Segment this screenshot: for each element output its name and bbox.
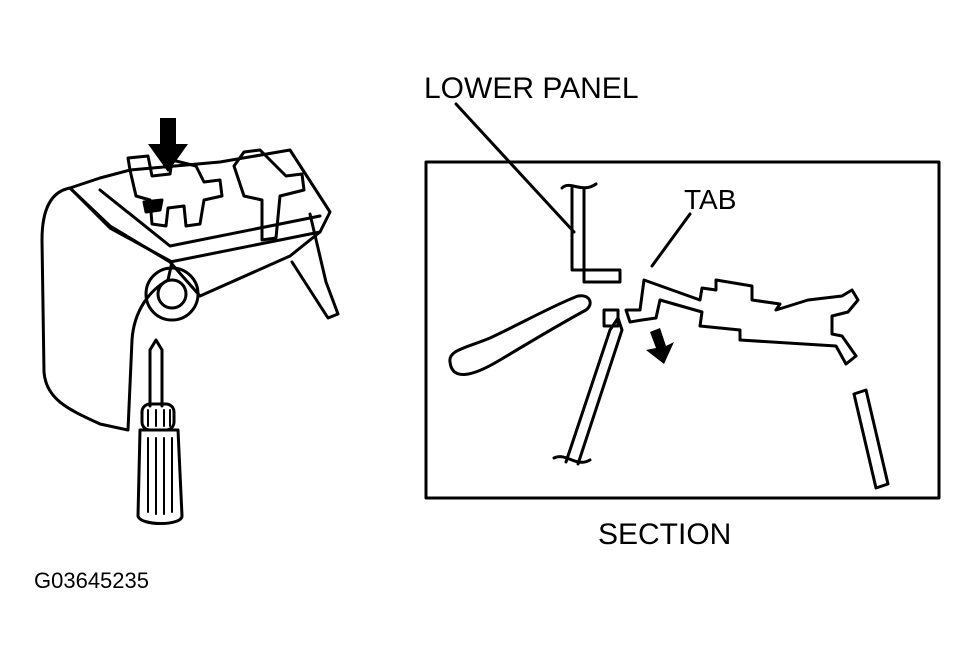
- figure-id: G03645235: [34, 568, 149, 593]
- bracket-profile: [624, 278, 860, 366]
- clip-tab: [126, 154, 224, 228]
- bracket-top: [68, 148, 332, 264]
- trim-piece: [448, 294, 592, 376]
- section-view: [424, 102, 941, 500]
- lower-panel-body: [40, 186, 174, 432]
- push-arrow-icon: [148, 118, 188, 172]
- screwdriver-shaft-section: [564, 316, 624, 466]
- break-mark-top: [560, 182, 598, 190]
- panel-strip: [852, 388, 890, 490]
- screwdriver-icon: [136, 338, 184, 525]
- tab-label: TAB: [684, 184, 737, 215]
- hinge-outer: [144, 266, 200, 322]
- bracket-front-edge: [98, 188, 322, 248]
- bracket-right-leg: [290, 212, 340, 320]
- panel-clip-illustration: [40, 118, 340, 525]
- break-mark-bottom: [552, 455, 592, 464]
- clip-slot: [142, 198, 164, 214]
- lower-panel-profile: [570, 186, 622, 284]
- lower-panel-label: LOWER PANEL: [424, 72, 639, 105]
- section-caption: SECTION: [598, 518, 732, 551]
- lower-panel-leader: [454, 102, 576, 234]
- clip-spring: [232, 148, 306, 242]
- bracket-lower-face: [168, 230, 322, 298]
- hinge-inner: [156, 278, 188, 310]
- tab-leader: [650, 212, 692, 268]
- section-arrow-icon: [646, 328, 674, 364]
- section-frame: [424, 160, 941, 500]
